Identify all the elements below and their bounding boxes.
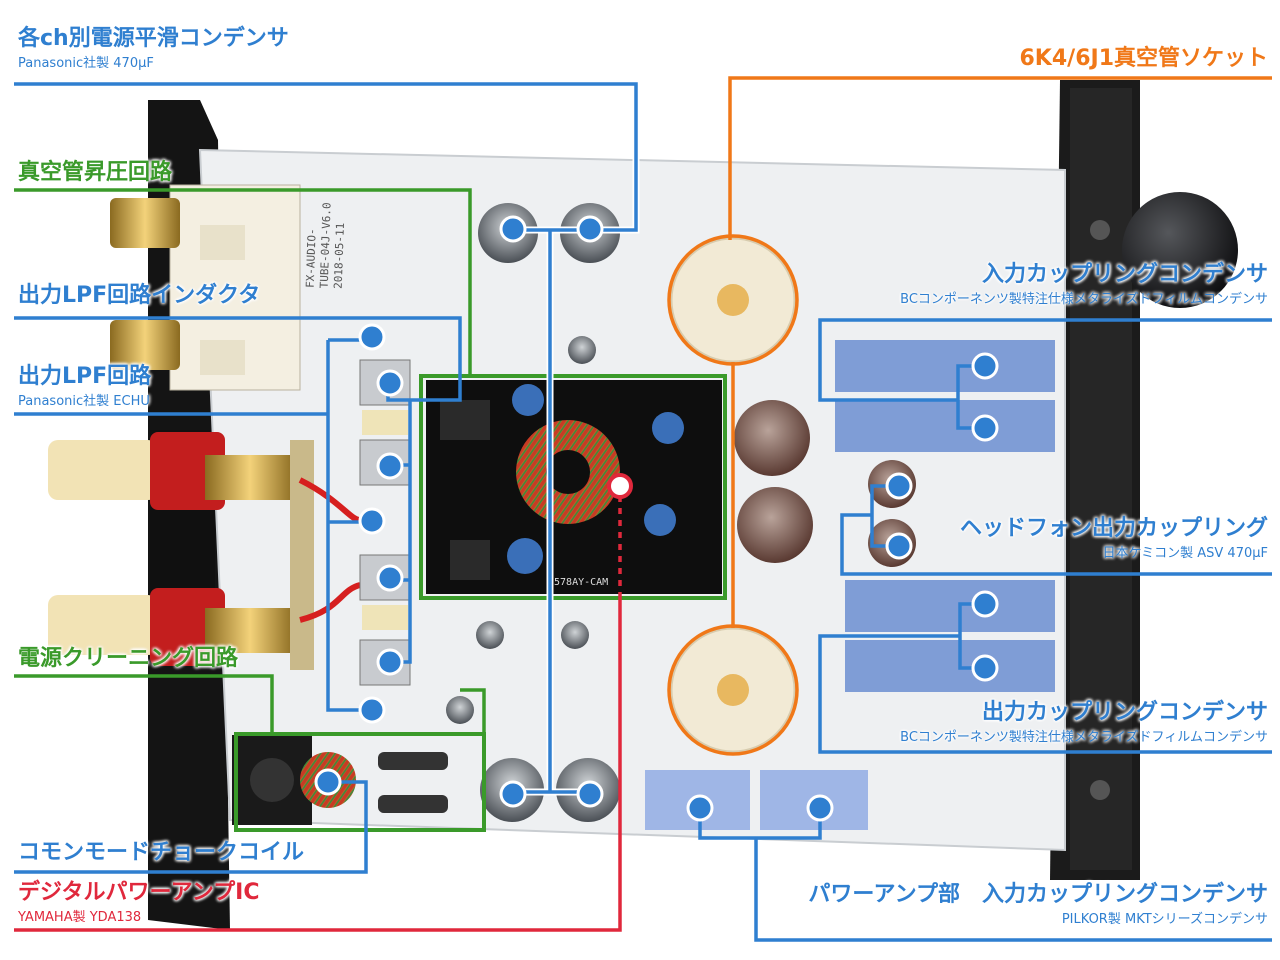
leader-tube-boost	[14, 188, 472, 376]
label-amp-ic-sub: YAMAHA製 YDA138	[18, 910, 142, 925]
label-power-amp-coupling-sub: PILKOR製 MKTシリーズコンデンサ	[1061, 912, 1268, 927]
volume-knob	[1122, 192, 1238, 308]
label-output-coupling: 出力カップリングコンデンサ	[981, 700, 1268, 725]
tube-sockets	[669, 236, 797, 754]
label-headphone-coupling-sub: 日本ケミコン製 ASV 470μF	[1102, 546, 1268, 561]
label-smoothing-cap: 各ch別電源平滑コンデンサ	[18, 26, 289, 51]
label-power-cleaning: 電源クリーニング回路	[18, 646, 239, 671]
label-power-amp-coupling: パワーアンプ部 入力カップリングコンデンサ	[808, 882, 1268, 907]
speaker-terminals	[48, 432, 361, 670]
leader-amp-ic	[14, 496, 622, 932]
label-lpf-circuit-sub: Panasonic社製 ECHU	[18, 394, 150, 409]
leader-tube-socket	[667, 76, 1272, 756]
common-mode-choke	[300, 752, 448, 813]
module-highlight	[419, 374, 727, 600]
label-tube-boost: 真空管昇圧回路	[18, 160, 173, 185]
label-lpf-inductor: 出力LPF回路インダクタ	[18, 283, 261, 308]
blue-markers	[314, 215, 999, 822]
label-amp-ic: デジタルパワーアンプIC	[18, 880, 260, 905]
amp-module: 2578AY-CAM	[426, 380, 722, 594]
leader-common-mode	[14, 780, 368, 874]
leader-lpf-circuit	[14, 338, 372, 712]
pcb-silkscreen: FX-AUDIO- TUBE-04J-V6.0 2018-05-11	[304, 195, 348, 289]
label-input-coupling: 入力カップリングコンデンサ	[981, 262, 1268, 287]
label-headphone-coupling: ヘッドフォン出力カップリング	[959, 516, 1268, 541]
leader-power-cleaning	[14, 674, 486, 734]
smoothing-capacitors	[446, 203, 620, 822]
label-input-coupling-sub: BCコンポーネンツ製特注仕様メタライズドフィルムコンデンサ	[900, 292, 1268, 307]
label-common-mode: コモンモードチョークコイル	[18, 840, 305, 865]
leader-lpf-inductor	[14, 316, 462, 664]
power-cleaning-highlight	[234, 732, 486, 832]
rca-input-jacks	[110, 184, 301, 391]
module-silkscreen: 2578AY-CAM	[548, 577, 608, 588]
label-lpf-circuit: 出力LPF回路	[18, 364, 152, 389]
label-tube-socket: 6K4/6J1真空管ソケット	[1019, 46, 1269, 71]
label-smoothing-cap-sub: Panasonic社製 470μF	[18, 56, 154, 71]
label-output-coupling-sub: BCコンポーネンツ製特注仕様メタライズドフィルムコンデンサ	[900, 730, 1268, 745]
amp-ic-marker	[607, 473, 633, 499]
